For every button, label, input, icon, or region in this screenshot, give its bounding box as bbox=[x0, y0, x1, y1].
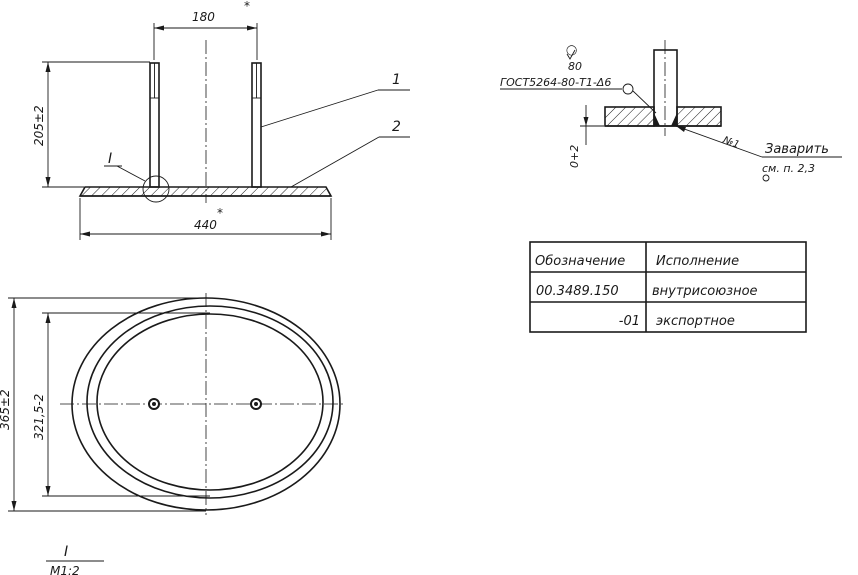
dim-321-text: 321,5-2 bbox=[32, 394, 46, 440]
detail-label-scale: М1:2 bbox=[50, 564, 80, 575]
svg-text:*: * bbox=[217, 206, 223, 220]
detail-label: I М1:2 bbox=[46, 544, 104, 575]
dim-440-text: 440 bbox=[194, 218, 217, 232]
table-cell: 00.3489.150 bbox=[536, 284, 619, 299]
detail-stud bbox=[653, 49, 678, 127]
table-cell: внутрисоюзное bbox=[652, 284, 758, 299]
table-header-designation: Обозначение bbox=[535, 254, 625, 269]
detail-label-name: I bbox=[64, 544, 68, 560]
detail-ref-label: I bbox=[108, 151, 112, 167]
weld-note: Заварить bbox=[765, 142, 829, 157]
front-view: I 180 * 205±2 440 * 1 2 bbox=[32, 0, 410, 240]
table-cell: -01 bbox=[619, 314, 640, 329]
designation-table: Обозначение Исполнение 00.3489.150 внутр… bbox=[529, 241, 807, 333]
table-header-version: Исполнение bbox=[656, 254, 739, 269]
detail-circle bbox=[142, 175, 170, 203]
detail-plate-right bbox=[676, 106, 722, 127]
table-cell: экспортное bbox=[656, 314, 735, 329]
plan-view: 365±2 321,5-2 bbox=[0, 293, 345, 515]
roughness-value: 80 bbox=[568, 60, 582, 73]
dim-365-text: 365±2 bbox=[0, 389, 12, 430]
inner-ellipse bbox=[96, 313, 324, 491]
weld-ref: см. п. 2,3 bbox=[762, 162, 815, 175]
weld-number: №1 bbox=[720, 135, 740, 151]
flange-ellipse bbox=[86, 305, 334, 499]
gap-dim-text: 0+2 bbox=[568, 145, 581, 168]
callout-2: 2 bbox=[392, 119, 401, 135]
dim-205-text: 205±2 bbox=[32, 105, 46, 146]
weld-spec-text: ГОСТ5264-80-Т1-Δ6 bbox=[500, 76, 611, 89]
detail-plate-left bbox=[604, 106, 655, 127]
svg-text:◯: ◯ bbox=[566, 45, 577, 56]
dim-180-text: 180 bbox=[192, 10, 215, 24]
svg-text:*: * bbox=[244, 0, 250, 13]
detail-view: ◯ 80 ГОСТ5264-80-Т1-Δ6 0+2 №1 Заварить с… bbox=[500, 40, 842, 182]
callout-1: 1 bbox=[392, 72, 401, 88]
base-plate bbox=[78, 186, 333, 197]
